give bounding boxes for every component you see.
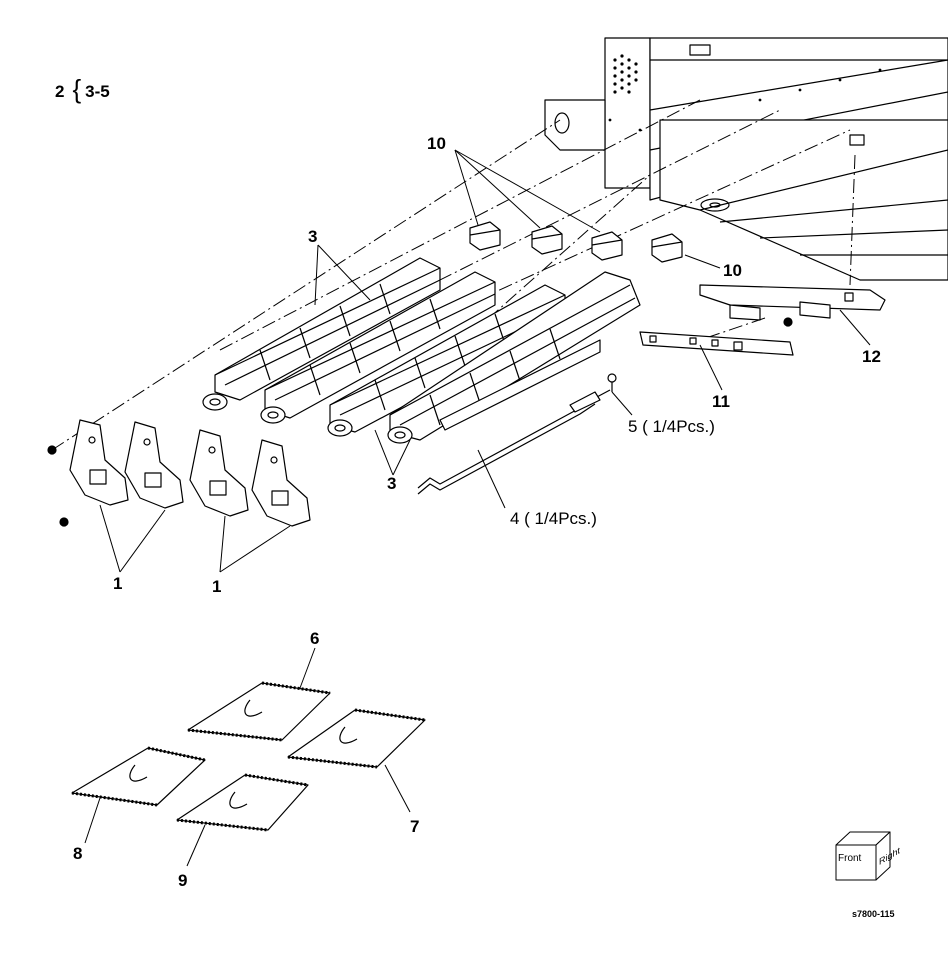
holder (591, 231, 623, 261)
drum-cartridge (260, 271, 496, 424)
callout-1b: 1 (212, 577, 222, 596)
drum-cartridges (202, 257, 641, 444)
figure-id: s7800-115 (852, 909, 895, 919)
bracket (69, 419, 129, 506)
callout-11: 11 (712, 392, 730, 411)
reference-range: 3-5 (85, 81, 110, 101)
bag (176, 773, 309, 832)
bracket-assembly (699, 284, 886, 327)
holder (531, 225, 563, 255)
cube-front-label: Front (838, 853, 862, 864)
drum-cartridge (387, 271, 641, 444)
callout-6: 6 (310, 629, 320, 648)
bag (71, 746, 206, 807)
holder (651, 233, 683, 263)
holder (469, 221, 501, 251)
brackets (47, 419, 311, 527)
callout-12: 12 (862, 347, 881, 366)
callout-9: 9 (178, 871, 188, 890)
callout-4: 4 ( 1/4Pcs.) (510, 509, 597, 528)
callout-3a: 3 (308, 227, 318, 246)
bag (187, 681, 331, 742)
holders (469, 221, 683, 263)
drum-cartridge (327, 284, 566, 437)
bag (287, 708, 426, 769)
bracket (124, 421, 184, 509)
screw (607, 373, 617, 392)
orientation-cube (835, 831, 891, 881)
reference-item: 2 (55, 81, 65, 101)
reference-note: 2 { 3-5 (55, 76, 110, 102)
callout-5: 5 ( 1/4Pcs.) (628, 417, 715, 436)
wire-harness (417, 389, 611, 495)
callout-3b: 3 (387, 474, 397, 493)
callout-8: 8 (73, 844, 83, 863)
brace-icon: { (72, 74, 82, 104)
bags (71, 681, 426, 832)
pwb-board (639, 331, 794, 356)
bracket (251, 439, 311, 527)
callout-1a: 1 (113, 574, 123, 593)
drum-cartridge (202, 257, 441, 411)
callout-10a: 10 (427, 134, 446, 153)
bracket (189, 429, 249, 517)
machine-frame (544, 37, 948, 281)
callout-10b: 10 (723, 261, 742, 280)
leader-lines (84, 149, 871, 867)
callout-7: 7 (410, 817, 420, 836)
